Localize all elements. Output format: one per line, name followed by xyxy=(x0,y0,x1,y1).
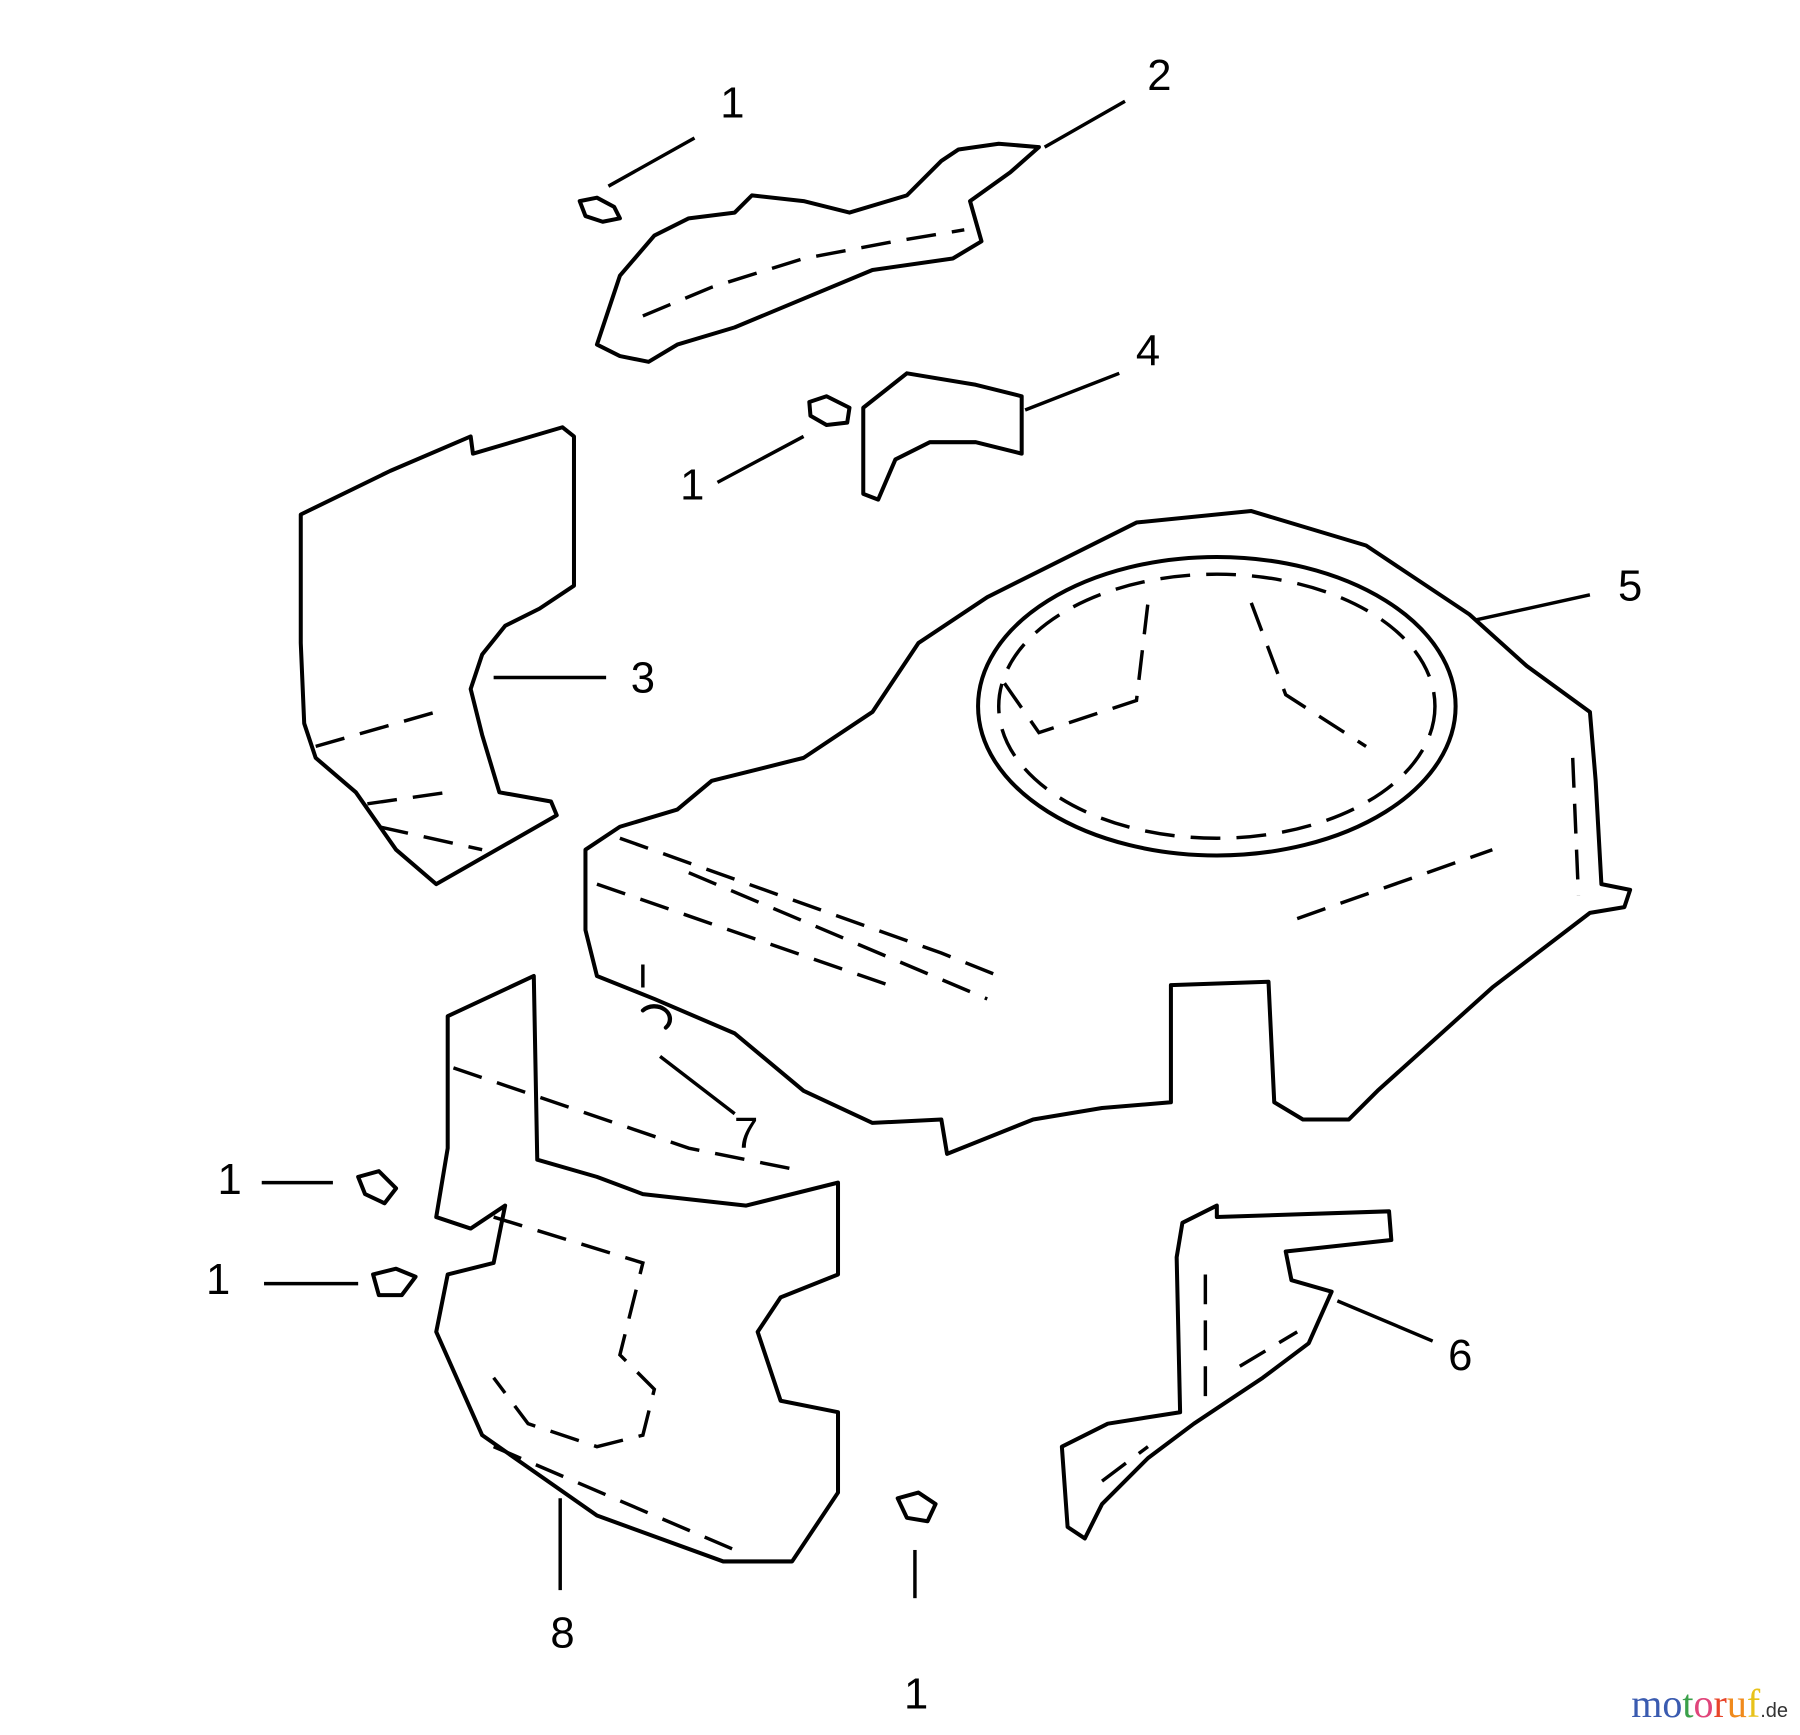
part-2-upper-baffle xyxy=(594,141,1041,364)
callout-leader-line xyxy=(607,136,696,188)
watermark-letter: o xyxy=(1662,1681,1683,1726)
watermark-letter: f xyxy=(1746,1681,1761,1726)
part-4-deflector xyxy=(861,371,1024,502)
callout-leader-line xyxy=(1474,593,1591,622)
callout-label: 7 xyxy=(734,1110,758,1158)
watermark-logo: motoruf.de xyxy=(1631,1680,1788,1727)
callout-label: 6 xyxy=(1448,1332,1472,1380)
callout-label: 3 xyxy=(631,654,655,702)
callout-label: 1 xyxy=(217,1156,241,1204)
callout-leader-line xyxy=(1024,371,1120,412)
callout-label: 1 xyxy=(720,79,744,127)
callout-label: 5 xyxy=(1618,563,1642,611)
part-8-cylinder-shield xyxy=(434,973,841,1564)
callout-label: 2 xyxy=(1147,52,1171,100)
callout-labels: 1 2 4 1 5 3 7 1 1 6 8 1 xyxy=(206,52,1642,1719)
watermark-tld: .de xyxy=(1760,1700,1788,1722)
watermark-letter: t xyxy=(1682,1681,1694,1726)
callout-label: 1 xyxy=(206,1256,230,1304)
screw-1-top xyxy=(577,195,622,224)
callout-label: 8 xyxy=(550,1610,574,1658)
callout-leader-line xyxy=(659,1054,736,1116)
callout-leader-line xyxy=(1336,1299,1434,1343)
screw-1-mid xyxy=(807,394,852,427)
part-5-blower-housing xyxy=(583,509,1633,1156)
callout-label: 1 xyxy=(904,1670,928,1718)
watermark-letter: u xyxy=(1726,1681,1747,1726)
callout-label: 1 xyxy=(680,462,704,510)
screw-1-bottom xyxy=(895,1490,938,1524)
part-6-lower-baffle xyxy=(1059,1203,1394,1541)
screw-1-left-a xyxy=(356,1169,399,1206)
screw-1-left-b xyxy=(371,1266,418,1298)
callout-leaders xyxy=(261,99,1591,1599)
watermark-letter: m xyxy=(1631,1681,1663,1726)
watermark-letter: r xyxy=(1713,1681,1727,1726)
callout-leader-line xyxy=(1043,99,1126,149)
callout-label: 4 xyxy=(1136,327,1160,375)
watermark-letter: o xyxy=(1693,1681,1714,1726)
part-3-side-shield xyxy=(298,425,576,887)
part-7-grommet xyxy=(640,1004,673,1030)
callout-leader-line xyxy=(716,434,805,484)
